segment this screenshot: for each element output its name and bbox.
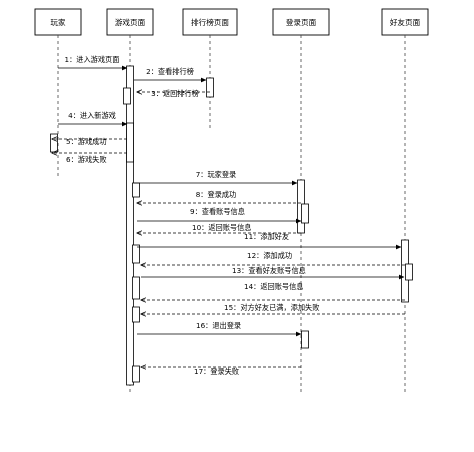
message-label-7: 7：玩家登录 xyxy=(196,170,237,179)
message-label-6: 6：游戏失败 xyxy=(66,155,107,164)
activation-bar-game xyxy=(123,87,131,105)
participant-label-rank: 排行榜页面 xyxy=(191,17,229,27)
participant-label-friend: 好友页面 xyxy=(390,17,421,27)
activation-bar-game xyxy=(126,122,134,163)
message-label-2: 2：查看排行榜 xyxy=(146,67,194,76)
message-label-17: 17：登录失败 xyxy=(194,367,239,376)
activation-bar-player xyxy=(50,133,58,153)
message-label-3: 3：返回排行榜 xyxy=(151,89,199,98)
participant-box-login xyxy=(272,8,330,36)
activation-bar-game xyxy=(132,276,140,300)
message-label-9: 9：查看账号信息 xyxy=(190,207,245,216)
message-label-4: 4：进入新游戏 xyxy=(68,111,116,120)
activation-bars xyxy=(50,65,413,386)
activation-bar-game xyxy=(132,306,140,323)
activation-bar-game xyxy=(132,365,140,383)
message-label-13: 13：查看好友账号信息 xyxy=(232,266,306,275)
activation-bar-friend xyxy=(405,263,413,281)
activation-bar-login xyxy=(301,330,309,349)
participant-label-game: 游戏页面 xyxy=(115,17,146,27)
message-label-14: 14：返回账号信息 xyxy=(244,282,303,291)
activation-bar-game xyxy=(132,244,140,264)
lifelines xyxy=(57,35,406,392)
message-label-10: 10：返回账号信息 xyxy=(192,223,251,232)
activation-bar-rank xyxy=(206,77,214,98)
participant-label-player: 玩家 xyxy=(50,17,66,27)
participant-label-login: 登录页面 xyxy=(286,17,317,27)
message-label-16: 16：退出登录 xyxy=(196,321,241,330)
message-label-15: 15：对方好友已满，添加失败 xyxy=(224,303,319,312)
participant-heads: 玩家 游戏页面 排行榜页面 登录页面 好友页面 xyxy=(34,8,429,36)
participant-box-game xyxy=(106,8,154,36)
messages: 1：进入游戏页面 2：查看排行榜 3：返回排行榜 4：进入新游戏 5：游戏成功 6：游戏失… xyxy=(52,55,405,376)
message-label-5: 5：游戏成功 xyxy=(66,137,107,146)
message-label-1: 1：进入游戏页面 xyxy=(65,55,120,64)
activation-bar-game xyxy=(126,65,134,386)
activation-bar-login xyxy=(301,203,309,224)
message-label-11: 11：添加好友 xyxy=(244,232,289,241)
message-label-8: 8：登录成功 xyxy=(196,190,237,199)
message-label-12: 12：添加成功 xyxy=(247,251,292,260)
activation-bar-game xyxy=(132,182,140,198)
participant-box-player xyxy=(34,8,82,36)
